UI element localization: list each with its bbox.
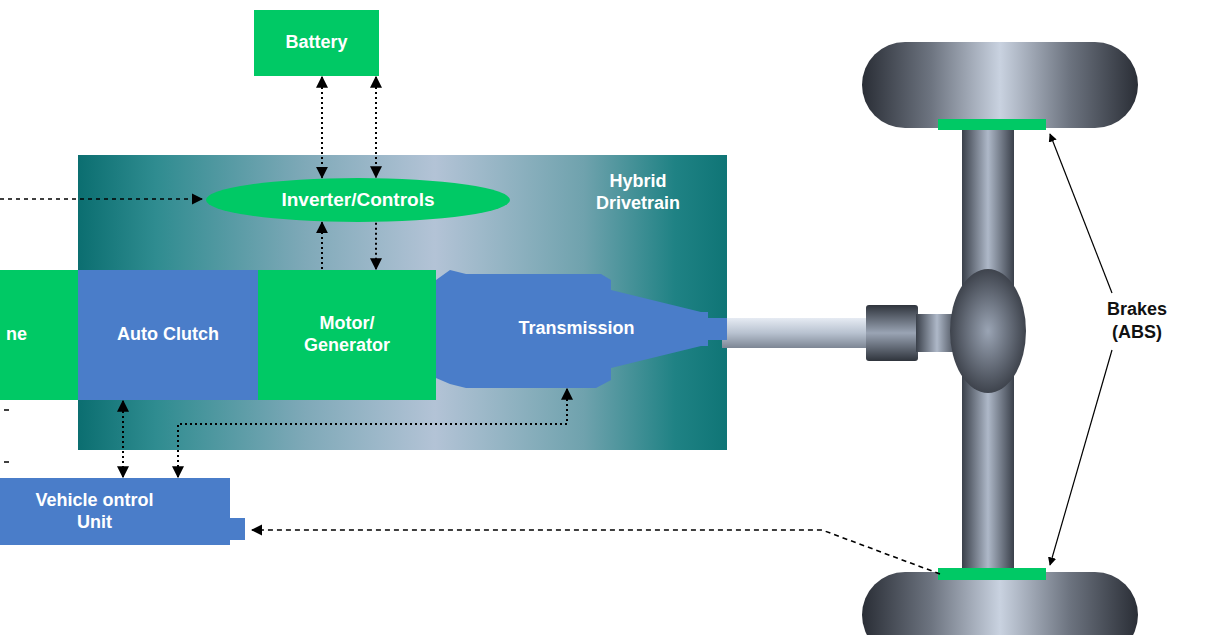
node-label: ne (6, 324, 27, 346)
brake-pad (938, 568, 1046, 580)
brake-pad (938, 119, 1046, 130)
leader-line (1050, 134, 1112, 293)
signal-connector (321, 222, 323, 269)
node-label: Auto Clutch (113, 324, 223, 346)
control-unit-box-outline (0, 478, 245, 545)
wheel (862, 572, 1138, 635)
node-label: Inverter/Controls (281, 189, 434, 212)
node-label: Transmission (518, 318, 634, 340)
signal-connector (375, 223, 377, 269)
signal-connector (178, 389, 567, 477)
battery-box: Battery (254, 10, 379, 76)
signal-stub (4, 409, 9, 411)
propeller-shaft (722, 318, 868, 348)
node-label: Motor/ Generator (292, 313, 402, 356)
node-label: Battery (285, 32, 347, 54)
engine-box: ne (0, 270, 78, 400)
shaft-joint (866, 305, 918, 361)
signal-line (252, 530, 940, 574)
signal-connector (122, 401, 124, 477)
unit-outline (0, 478, 245, 545)
signal-connector (321, 77, 323, 178)
signal-stub (4, 461, 9, 463)
differential (950, 269, 1026, 393)
gearbox-outline (436, 270, 727, 388)
brake-label: Brakes (ABS) (1082, 298, 1192, 343)
drivetrain-panel: Hybrid Drivetrain Inverter/ControlsAuto C… (78, 155, 727, 450)
signal-line (0, 198, 202, 200)
node-label: Vehicle ontrol Unit (32, 490, 157, 533)
transmission-shape: Transmission (436, 270, 727, 388)
motor-generator-box: Motor/ Generator (258, 270, 436, 400)
wheel (862, 42, 1138, 128)
node-label: Hybrid Drivetrain (568, 171, 708, 214)
ellipse-outline (206, 178, 510, 222)
inverter-ellipse: Inverter/Controls (206, 178, 510, 222)
leader-line (1050, 350, 1112, 565)
clutch-box: Auto Clutch (78, 270, 258, 400)
control-unit-box: Vehicle ontrol Unit (0, 478, 245, 545)
signal-connector (375, 77, 377, 177)
